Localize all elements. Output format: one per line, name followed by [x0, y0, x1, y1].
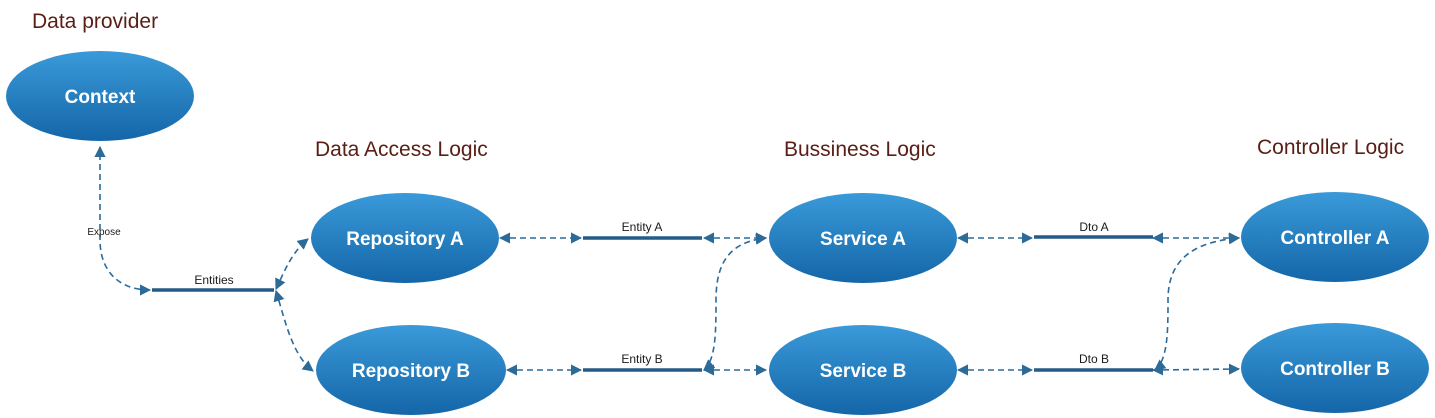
dto-a-bar: Dto A [1034, 220, 1153, 239]
connector-entities-repo-a [275, 238, 309, 291]
node-repository-a-label: Repository A [346, 229, 464, 250]
node-repository-b-shape [316, 325, 506, 415]
connector-dto-b-controller-b [1151, 363, 1241, 376]
node-service-b-label: Service B [820, 361, 907, 382]
node-controller-a-label: Controller A [1280, 228, 1389, 249]
entities-bar-label: Entities [194, 273, 233, 287]
node-controller-b-label: Controller B [1280, 359, 1390, 380]
entity-b-bar: Entity B [583, 352, 702, 372]
connectors [94, 145, 1241, 376]
node-service-a-label: Service A [820, 229, 906, 250]
connector-entity-b-service-a [703, 233, 768, 371]
section-title-data-provider: Data provider [32, 10, 158, 33]
section-title-controller: Controller Logic [1257, 136, 1404, 159]
node-controller-a: Controller A [1241, 192, 1429, 282]
node-service-a-shape [769, 193, 957, 283]
connector-expose [94, 145, 152, 296]
dto-b-bar: Dto B [1034, 352, 1153, 372]
node-service-b: Service B [769, 325, 957, 415]
section-title-data-access: Data Access Logic [315, 138, 488, 161]
node-context: Context [6, 51, 194, 141]
node-context-label: Context [65, 87, 136, 108]
node-repository-a-shape [311, 193, 499, 283]
connector-dto-b-controller-a [1154, 233, 1241, 371]
dto-b-bar-label: Dto B [1079, 352, 1109, 366]
dto-a-bar-label: Dto A [1079, 220, 1108, 234]
node-repository-a: Repository A [311, 193, 499, 283]
entity-a-bar: Entity A [583, 220, 702, 240]
entity-b-bar-label: Entity B [621, 352, 662, 366]
section-title-business: Bussiness Logic [784, 138, 936, 161]
expose-label: Expose [87, 227, 121, 238]
node-controller-b: Controller B [1241, 323, 1429, 413]
node-context-shape [6, 51, 194, 141]
node-service-b-shape [769, 325, 957, 415]
node-controller-b-shape [1241, 323, 1429, 413]
node-controller-a-shape [1241, 192, 1429, 282]
entity-a-bar-label: Entity A [622, 220, 663, 234]
connector-entities-repo-b [273, 289, 314, 372]
node-repository-b: Repository B [316, 325, 506, 415]
node-repository-b-label: Repository B [352, 361, 470, 382]
entities-bar: Entities [152, 273, 274, 292]
node-service-a: Service A [769, 193, 957, 283]
